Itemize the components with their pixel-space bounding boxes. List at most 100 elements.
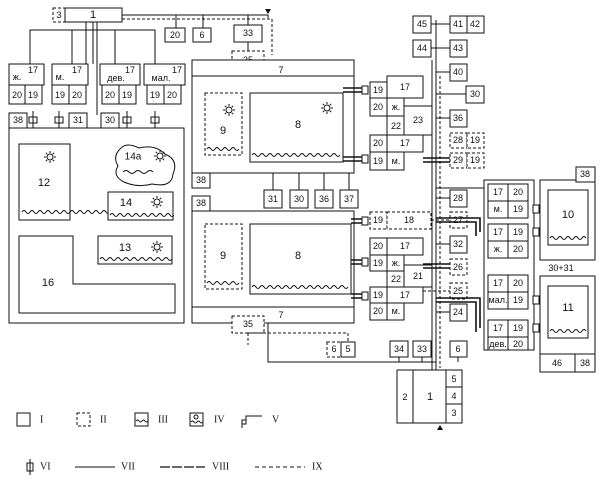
door-icon — [28, 111, 160, 129]
label-33: 33 — [243, 28, 253, 38]
pool-14-label: 14 — [120, 197, 132, 209]
label-36: 36 — [319, 194, 329, 204]
label-19: 19 — [122, 90, 132, 100]
label-20: 20 — [513, 187, 523, 197]
label-22: 22 — [391, 121, 401, 131]
label-38: 38 — [196, 198, 206, 208]
legend-label-v: V — [272, 415, 280, 426]
label-m: м. — [494, 204, 503, 214]
label-22: 22 — [391, 274, 401, 284]
legend-pool-sun-symbol — [189, 412, 204, 427]
label-38: 38 — [196, 175, 206, 185]
label-34: 34 — [394, 344, 404, 354]
label-17: 17 — [493, 278, 503, 288]
label-17: 17 — [493, 187, 503, 197]
label-19: 19 — [513, 323, 523, 333]
door-icon — [532, 204, 540, 333]
label-20: 20 — [12, 90, 22, 100]
label-m: м. — [392, 306, 401, 316]
label-19: 19 — [373, 258, 383, 268]
bottom-main-block: 2 1 5 4 3 — [396, 369, 463, 430]
label-19: 19 — [373, 156, 383, 166]
label-19: 19 — [150, 90, 160, 100]
label-3: 3 — [56, 10, 61, 20]
label-17: 17 — [400, 82, 410, 92]
label-33: 33 — [417, 344, 427, 354]
label-17: 17 — [125, 65, 135, 75]
legend-label-vii: VII — [121, 462, 135, 473]
pool-12-label: 12 — [38, 177, 50, 189]
label-5: 5 — [451, 374, 456, 384]
label-zh: ж. — [392, 102, 401, 112]
label-19: 19 — [513, 204, 523, 214]
legend-dashed-room-symbol — [76, 412, 91, 427]
label-2: 2 — [402, 392, 407, 402]
label-37: 37 — [344, 194, 354, 204]
label-mal: мал. — [489, 295, 508, 305]
label-21: 21 — [413, 271, 423, 281]
room-8-label: 8 — [295, 119, 301, 131]
legend-label-ix: IX — [312, 462, 323, 473]
label-7: 7 — [278, 65, 283, 75]
label-31: 31 — [268, 194, 278, 204]
room-8-label: 8 — [295, 250, 301, 262]
pool-13-label: 13 — [119, 242, 131, 254]
label-44: 44 — [417, 43, 427, 53]
legend-label-iii: III — [158, 415, 168, 426]
label-m: м. — [56, 72, 65, 82]
label-30: 30 — [105, 115, 115, 125]
label-20: 20 — [373, 102, 383, 112]
door-icon — [361, 216, 369, 301]
right-module: 17 20 м. 19 17 19 ж. 20 17 20 мал. 19 17… — [483, 166, 596, 373]
label-46: 46 — [552, 358, 562, 368]
label-zh: ж. — [392, 258, 401, 268]
label-20: 20 — [373, 241, 383, 251]
label-7: 7 — [278, 310, 283, 320]
label-17: 17 — [493, 323, 503, 333]
legend: I II III IV V VI VII VIII IX — [16, 412, 323, 475]
label-17: 17 — [493, 227, 503, 237]
label-35: 35 — [243, 319, 253, 329]
label-20: 20 — [373, 306, 383, 316]
legend-label-i: I — [40, 415, 43, 426]
label-17: 17 — [172, 65, 182, 75]
label-40: 40 — [453, 67, 463, 77]
label-19: 19 — [28, 90, 38, 100]
label-20: 20 — [513, 339, 523, 349]
label-6: 6 — [455, 344, 460, 354]
label-17: 17 — [400, 241, 410, 251]
label-45: 45 — [417, 19, 427, 29]
entrance-arrow-icon — [437, 425, 443, 430]
label-20: 20 — [105, 90, 115, 100]
label-zh: ж. — [494, 244, 503, 254]
label-17: 17 — [400, 138, 410, 148]
label-25: 25 — [453, 286, 463, 296]
label-30-31: 30+31 — [548, 263, 573, 273]
label-36: 36 — [453, 113, 463, 123]
legend-label-iv: IV — [214, 415, 225, 426]
label-19: 19 — [513, 295, 523, 305]
label-32: 32 — [453, 239, 463, 249]
label-20: 20 — [373, 138, 383, 148]
label-mal: мал. — [152, 73, 171, 83]
label-20: 20 — [513, 278, 523, 288]
legend-label-viii: VIII — [212, 462, 229, 473]
label-18: 18 — [404, 215, 414, 225]
label-19: 19 — [373, 290, 383, 300]
label-m: м. — [392, 156, 401, 166]
label-42: 42 — [470, 19, 480, 29]
label-1: 1 — [427, 391, 433, 403]
label-29: 29 — [453, 155, 463, 165]
label-38: 38 — [580, 169, 590, 179]
pool-14a-label: 14а — [125, 152, 142, 163]
label-dev: дев. — [107, 73, 125, 83]
legend-door-symbol — [26, 459, 34, 475]
label-19: 19 — [470, 155, 480, 165]
label-5: 5 — [345, 344, 350, 354]
pool-14a — [115, 144, 176, 187]
label-17: 17 — [72, 65, 82, 75]
label-dev: дев. — [489, 339, 507, 349]
label-38: 38 — [13, 115, 23, 125]
label-28: 28 — [453, 135, 463, 145]
